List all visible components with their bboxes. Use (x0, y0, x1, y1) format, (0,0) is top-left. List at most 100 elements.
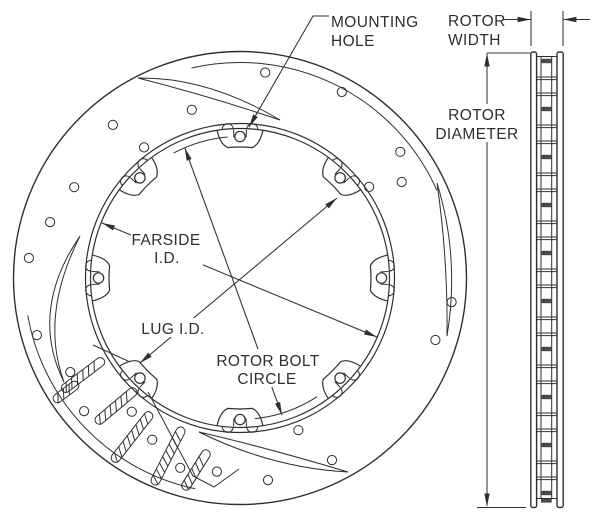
section-vane-column (537, 56, 557, 503)
lug-scallop-detail (332, 158, 343, 168)
bolt-circle-arc-top (173, 136, 228, 154)
lug-scallop-detail (388, 259, 395, 272)
drill-hole (79, 406, 90, 417)
mounting-hole (234, 413, 246, 426)
vane-block (541, 58, 552, 64)
hatched-drill-slot (150, 426, 186, 486)
lug-scallop-detail (350, 370, 360, 381)
lug-scallop-detail (120, 370, 130, 381)
mounting-lug (216, 123, 264, 149)
mounting-hole (375, 272, 388, 284)
lug-id-label: LUG I.D. (141, 321, 205, 338)
arrowhead (484, 493, 490, 507)
lug-tick (343, 372, 350, 379)
vane-block (541, 106, 552, 112)
mounting-hole (134, 172, 146, 184)
rotor-front-view (12, 50, 468, 506)
lug-tick (139, 381, 146, 388)
drill-hole (260, 67, 271, 78)
drill-hole (65, 367, 76, 378)
mounting-lug (322, 360, 361, 399)
hatched-drill-slot (181, 449, 211, 491)
arrowhead (484, 53, 490, 67)
vane-block (541, 154, 552, 160)
rim-inner-arc-upper-right (191, 61, 438, 191)
lug-tick (334, 381, 341, 388)
vane-block (541, 394, 552, 400)
section-left-plate (530, 51, 538, 509)
drill-hole (126, 406, 137, 417)
arrowhead (184, 147, 192, 161)
mounting-hole (234, 130, 246, 143)
vane-block (541, 250, 552, 256)
lug-tick (130, 372, 137, 379)
sector-boundary-lower (147, 391, 240, 488)
lug-scallop-detail (350, 175, 360, 186)
slot-crescent-top (137, 77, 281, 121)
mounting-lug (119, 360, 158, 399)
mounting-hole-label-line1: MOUNTING (331, 14, 419, 31)
arrowhead (102, 223, 115, 231)
hatched-drill-slot (60, 357, 106, 393)
drill-hole (336, 86, 347, 98)
arrowhead (275, 401, 282, 415)
drill-hole (69, 182, 80, 193)
section-right-plate (556, 51, 564, 509)
rotor-bolt-circle-label-line1: ROTOR BOLT (216, 353, 319, 370)
mounting-hole (134, 372, 146, 384)
mounting-hole (334, 372, 346, 384)
lug-scallop-detail (221, 426, 234, 433)
drill-hole (364, 181, 375, 192)
mounting-hole (92, 272, 105, 284)
lug-scallop-detail (85, 284, 92, 297)
mounting-lug (216, 407, 264, 433)
slot-crescent-bottom (198, 431, 349, 473)
lug-tick (139, 168, 146, 175)
mounting-hole-leader (248, 15, 329, 128)
lug-scallop-detail (388, 284, 395, 297)
lug-scallop-detail (332, 388, 343, 398)
mounting-hole (334, 172, 346, 184)
drill-hole (139, 142, 150, 153)
drill-hole (107, 119, 119, 131)
labels: MOUNTING HOLE ROTOR WIDTH ROTOR DIAMETER… (131, 13, 518, 388)
lug-tick (334, 168, 341, 175)
rotor-bolt-circle-label-line2: CIRCLE (237, 371, 296, 388)
vane-block (541, 490, 552, 496)
mounting-lug (322, 157, 361, 196)
lug-scallop-detail (120, 175, 130, 186)
vane-block (541, 499, 552, 503)
arrowhead (563, 16, 577, 23)
slot-crescent-left (49, 235, 81, 383)
mounting-lug (369, 254, 395, 302)
drill-hole (211, 466, 222, 477)
lug-scallop-detail (221, 123, 234, 130)
slot-crescent-right (436, 182, 453, 337)
rim-inner-arc-lower-left (27, 315, 196, 490)
vane-block (541, 442, 552, 448)
farside-id-label-line2: I.D. (154, 250, 180, 267)
drill-hole (430, 334, 441, 346)
arrowhead (517, 16, 531, 23)
lug-scallop-detail (137, 388, 148, 398)
lug-tick (343, 177, 350, 184)
drill-hole (396, 176, 407, 188)
drill-hole (175, 462, 186, 473)
vane-block (541, 202, 552, 208)
arrowhead (140, 352, 152, 363)
lug-scallop-detail (137, 158, 148, 168)
farside-outer-arc (84, 122, 396, 434)
rotor-width-label-line1: ROTOR (448, 13, 506, 30)
hatched-drill-slot (94, 387, 138, 425)
mounting-lug (85, 254, 111, 302)
rotor-diameter-label-line2: DIAMETER (435, 126, 518, 143)
lug-tick (130, 177, 137, 184)
drill-hole (326, 455, 338, 466)
vane-block (541, 346, 552, 352)
rotor-section-view (530, 51, 564, 509)
bolt-circle-arc-bottom (254, 396, 318, 420)
label-masks (131, 104, 524, 387)
arrowhead (325, 198, 337, 209)
